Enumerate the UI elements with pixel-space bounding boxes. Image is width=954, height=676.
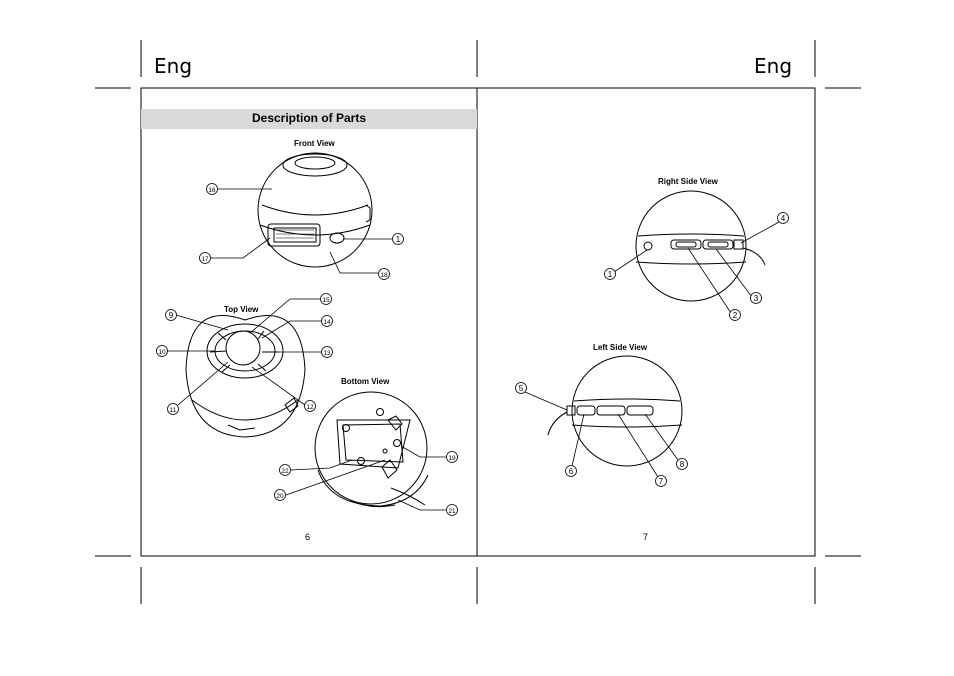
callout-number: 1 [396,235,401,244]
callout-10: 10 [156,345,168,357]
callout-circle [676,458,688,470]
callout-7: 7 [655,475,667,487]
callout-8: 8 [676,458,688,470]
left-side-view-leaders [524,391,679,478]
callout-circle [750,292,762,304]
callout-circle [304,400,316,412]
callout-20: 20 [274,489,286,501]
callout-12: 12 [304,400,316,412]
callout-15: 15 [320,293,332,305]
callout-circle [777,212,789,224]
callout-circle [165,309,177,321]
callout-18: 18 [378,268,390,280]
callout-circle [392,233,404,245]
callout-circle [565,465,577,477]
callout-22: 22 [279,464,291,476]
callout-number: 10 [158,349,166,356]
callout-circle [655,475,667,487]
callout-number: 22 [281,468,289,475]
callout-circle [274,489,286,501]
bottom-view-label: Bottom View [341,377,390,386]
callout-circle [446,504,458,516]
callout-number: 19 [448,455,456,462]
section-title-bar [141,109,477,129]
callout-19: 19 [446,451,458,463]
callout-circle [729,309,741,321]
section-title: Description of Parts [251,111,367,125]
top-view-label: Top View [224,305,259,314]
callout-circle [167,403,179,415]
header-language-right: Eng [754,54,793,78]
right-side-view-illustration [635,190,766,302]
right-side-view-leaders [613,221,780,314]
callout-number: 3 [754,294,759,303]
page-number-left: 6 [305,532,311,542]
callout-number: 15 [322,297,330,304]
callout-circle [199,252,211,264]
callout-number: 18 [380,272,388,279]
callout-16: 16 [206,183,218,195]
callout-circle [378,268,390,280]
left-side-view-label: Left Side View [593,343,648,352]
callout-circle [446,451,458,463]
callout-number: 12 [306,404,314,411]
callout-21: 21 [446,504,458,516]
callout-13: 13 [321,346,333,358]
callout-4: 4 [777,212,789,224]
callout-number: 7 [659,477,664,486]
top-view-illustration [185,315,306,438]
left-side-view-illustration [547,355,683,467]
callout-6: 6 [565,465,577,477]
callout-circle [515,382,527,394]
callout-number: 11 [170,407,177,414]
top-view-leaders [167,298,322,406]
callout-number: 20 [276,493,284,500]
callout-1: 1 [392,233,404,245]
callout-17: 17 [199,252,211,264]
front-view-label: Front View [294,139,335,148]
front-view-leaders [211,188,392,274]
callout-number: 1 [608,270,613,279]
callout-number: 4 [781,214,786,223]
callout-number: 8 [680,460,685,469]
callout-number: 14 [323,319,331,326]
right-side-view-label: Right Side View [658,177,718,186]
page-frame [95,40,861,604]
callout-9: 9 [165,309,177,321]
callout-11: 11 [167,403,179,415]
callout-2: 2 [729,309,741,321]
page-number-right: 7 [643,532,649,542]
callout-circle [321,315,333,327]
callout-number: 17 [201,256,209,263]
callout-circle [320,293,332,305]
callout-number: 13 [323,350,331,357]
callout-circle [206,183,218,195]
bottom-view-illustration [314,391,429,508]
header-language-left: Eng [154,54,193,78]
bottom-view-leaders [285,445,446,511]
callout-circle [604,268,616,280]
callout-3: 3 [750,292,762,304]
callout-number: 9 [169,311,174,320]
callout-circle [156,345,168,357]
callout-circle [321,346,333,358]
callout-14: 14 [321,315,333,327]
callout-number: 6 [569,467,574,476]
callout-1: 1 [604,268,616,280]
callout-5: 5 [515,382,527,394]
callout-number: 2 [733,311,738,320]
callout-number: 21 [448,508,456,515]
callout-number: 16 [208,187,216,194]
front-view-illustration [257,152,373,268]
callout-circle [279,464,291,476]
callout-number: 5 [519,384,524,393]
